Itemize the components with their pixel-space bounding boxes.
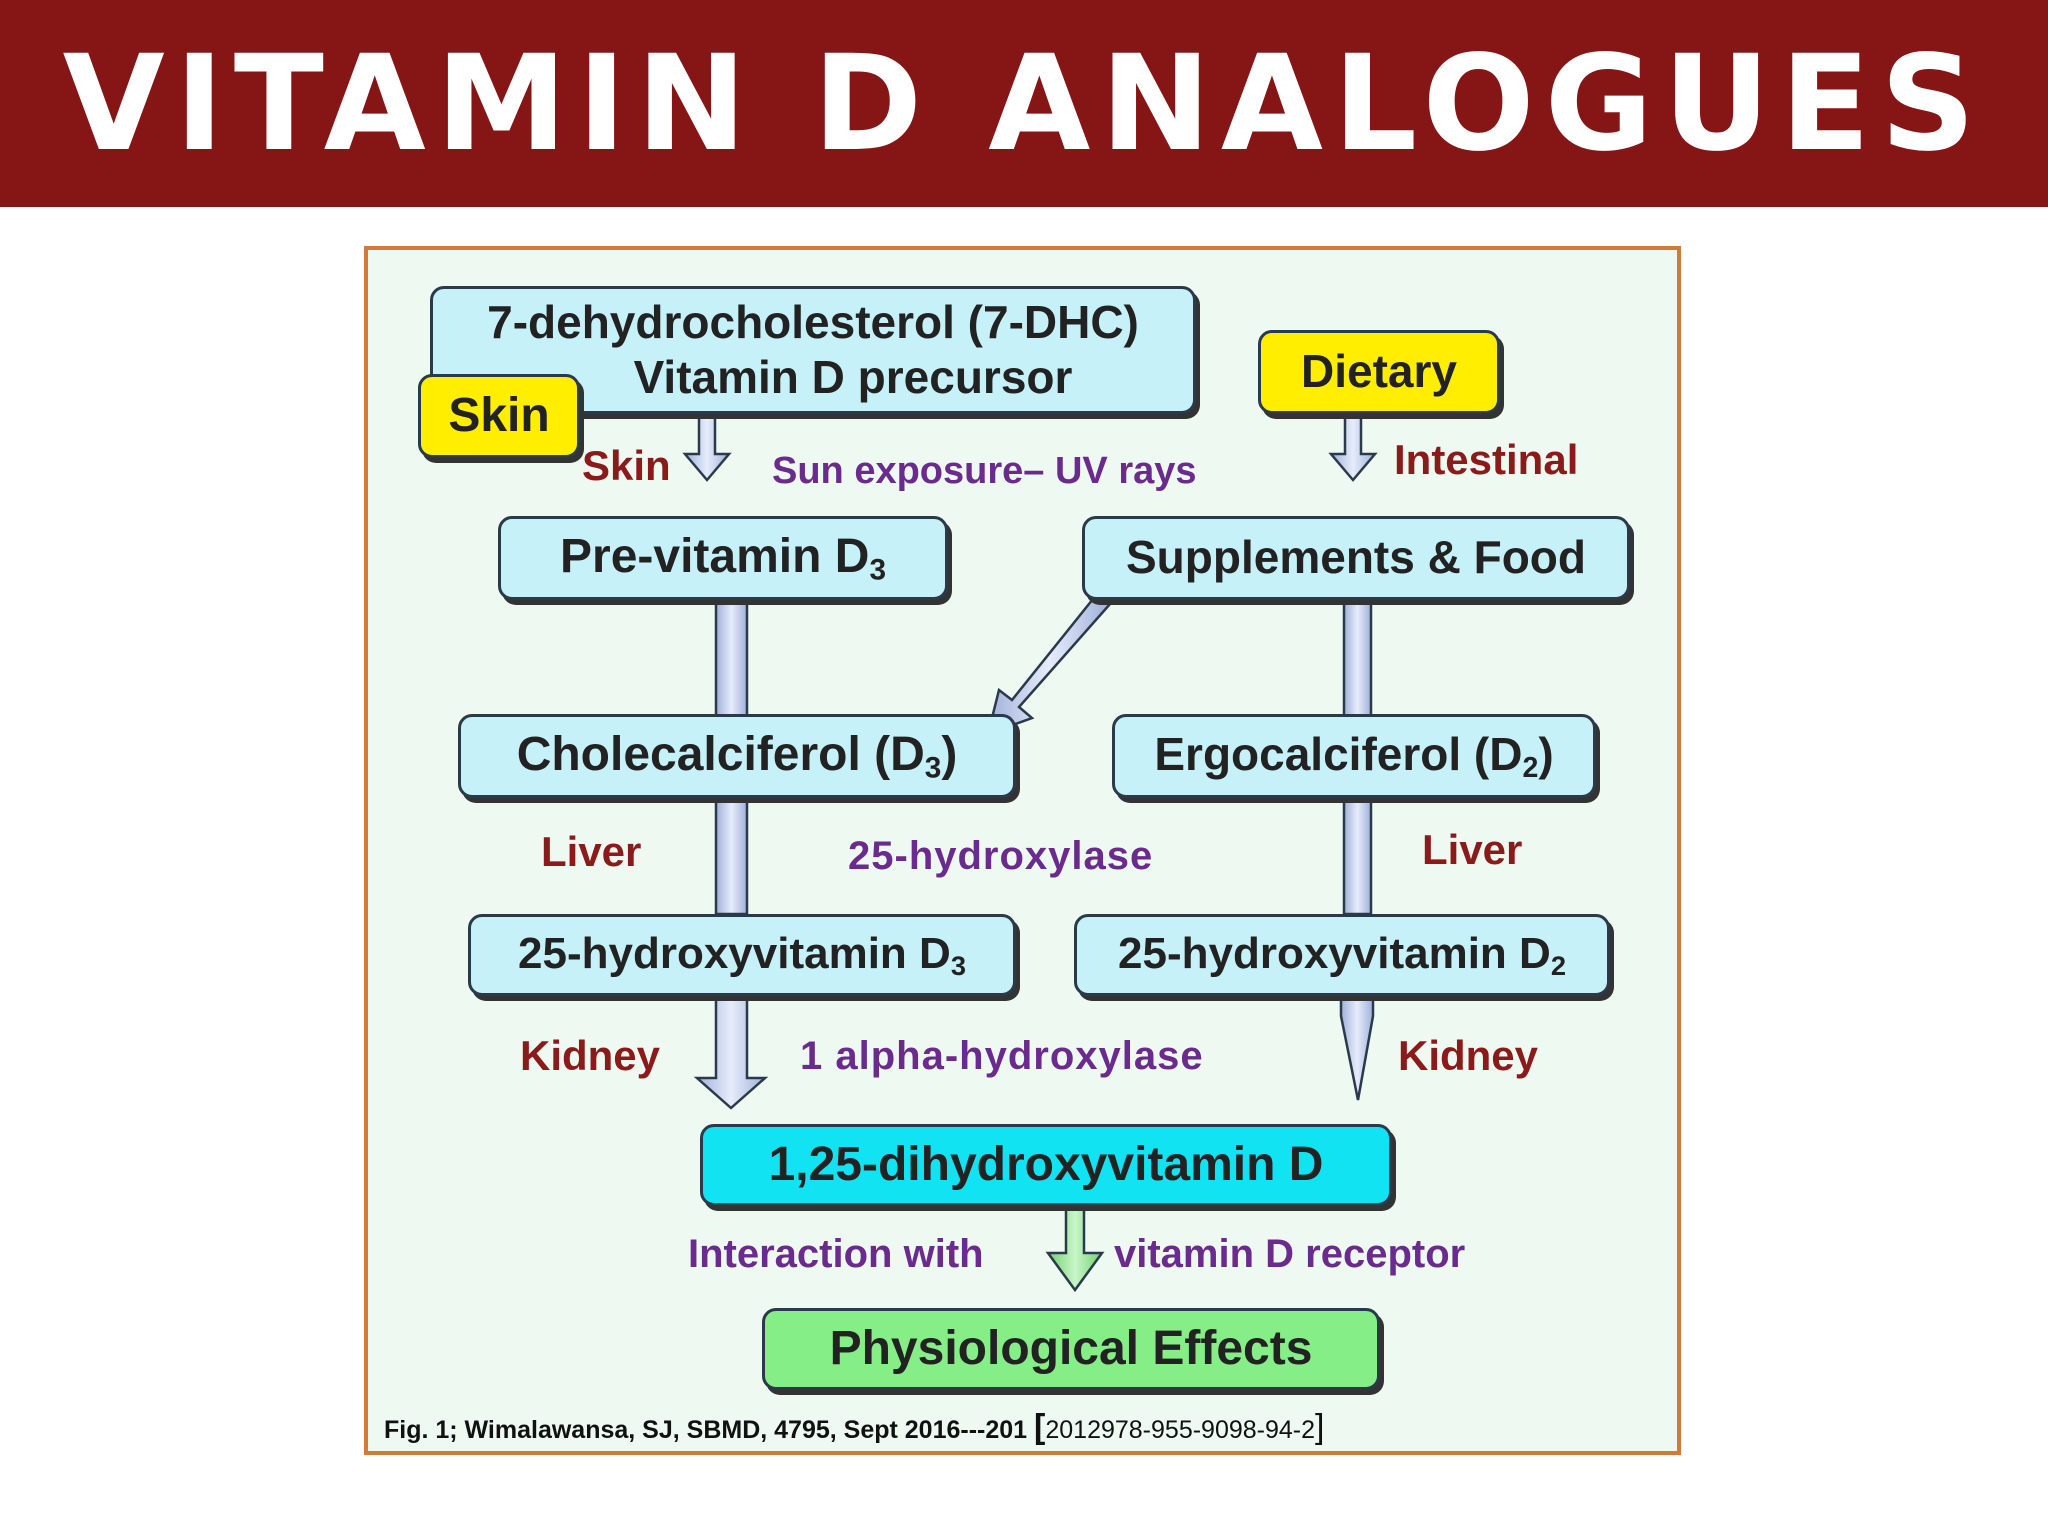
previtamin-label: Pre-vitamin D3 [560, 529, 886, 587]
caption-bracket-close: ] [1315, 1408, 1325, 1446]
supplements-box: Supplements & Food [1082, 516, 1630, 600]
skin-badge: Skin [418, 374, 580, 458]
effects-box: Physiological Effects [762, 1308, 1380, 1390]
title-banner: VITAMIN D ANALOGUES [0, 0, 2048, 207]
label-interaction: Interaction with [688, 1232, 984, 1276]
caption-bracket-open: [ [1034, 1408, 1046, 1446]
dihydroxy-box: 1,25-dihydroxyvitamin D [700, 1124, 1392, 1206]
label-skin: Skin [582, 442, 671, 489]
label-intestinal: Intestinal [1394, 436, 1579, 483]
effects-label: Physiological Effects [829, 1322, 1313, 1376]
arrow-liver-right [1342, 796, 1373, 916]
label-liver-left: Liver [541, 828, 642, 875]
label-sun-exposure: Sun exposure– UV rays [772, 450, 1197, 492]
dietary-badge-label: Dietary [1301, 345, 1457, 398]
label-receptor: vitamin D receptor [1114, 1232, 1466, 1276]
label-liver-right: Liver [1422, 826, 1523, 873]
figure-panel: 7-dehydrocholesterol (7-DHC) Vitamin D p… [364, 246, 1681, 1455]
caption-isbn: 2012978-955-9098-94-2 [1045, 1416, 1316, 1444]
figure-caption: Fig. 1; Wimalawansa, SJ, SBMD, 4795, Sep… [384, 1408, 1324, 1447]
precursor-line1: 7-dehydrocholesterol (7-DHC) [487, 295, 1139, 348]
arrow-uv-down [682, 413, 732, 482]
cholecalciferol-box: Cholecalciferol (D3) [458, 714, 1016, 798]
arrow-supplements-diagonal [986, 592, 1112, 736]
arrow-kidney-left [693, 994, 769, 1110]
ergocalciferol-box: Ergocalciferol (D2) [1112, 714, 1596, 798]
arrow-receptor-green [1045, 1206, 1105, 1293]
hydroxy-d2-box: 25-hydroxyvitamin D2 [1074, 914, 1610, 996]
label-25-hydroxylase: 25-hydroxylase [848, 834, 1154, 878]
supplements-label: Supplements & Food [1126, 531, 1586, 584]
skin-badge-label: Skin [448, 389, 550, 443]
cholecalciferol-label: Cholecalciferol (D3) [516, 727, 958, 785]
previtamin-box: Pre-vitamin D3 [498, 516, 948, 600]
caption-citation: Fig. 1; Wimalawansa, SJ, SBMD, 4795, Sep… [384, 1416, 1035, 1444]
slide-title: VITAMIN D ANALOGUES [62, 26, 1986, 181]
dihydroxy-label: 1,25-dihydroxyvitamin D [768, 1138, 1324, 1192]
arrow-kidney-right [1339, 994, 1375, 1101]
arrow-liver-left [714, 796, 749, 916]
arrow-intestinal-down [1328, 413, 1378, 482]
precursor-line2: Vitamin D precursor [633, 351, 1073, 403]
hydroxy-d3-label: 25-hydroxyvitamin D3 [518, 928, 966, 981]
dietary-badge: Dietary [1258, 330, 1500, 414]
hydroxy-d2-label: 25-hydroxyvitamin D2 [1118, 928, 1566, 981]
label-kidney-right: Kidney [1398, 1032, 1539, 1079]
label-alpha-hydroxylase: 1 alpha-hydroxylase [800, 1034, 1204, 1078]
hydroxy-d3-box: 25-hydroxyvitamin D3 [468, 914, 1016, 996]
ergocalciferol-label: Ergocalciferol (D2) [1154, 727, 1554, 784]
label-kidney-left: Kidney [520, 1032, 661, 1079]
